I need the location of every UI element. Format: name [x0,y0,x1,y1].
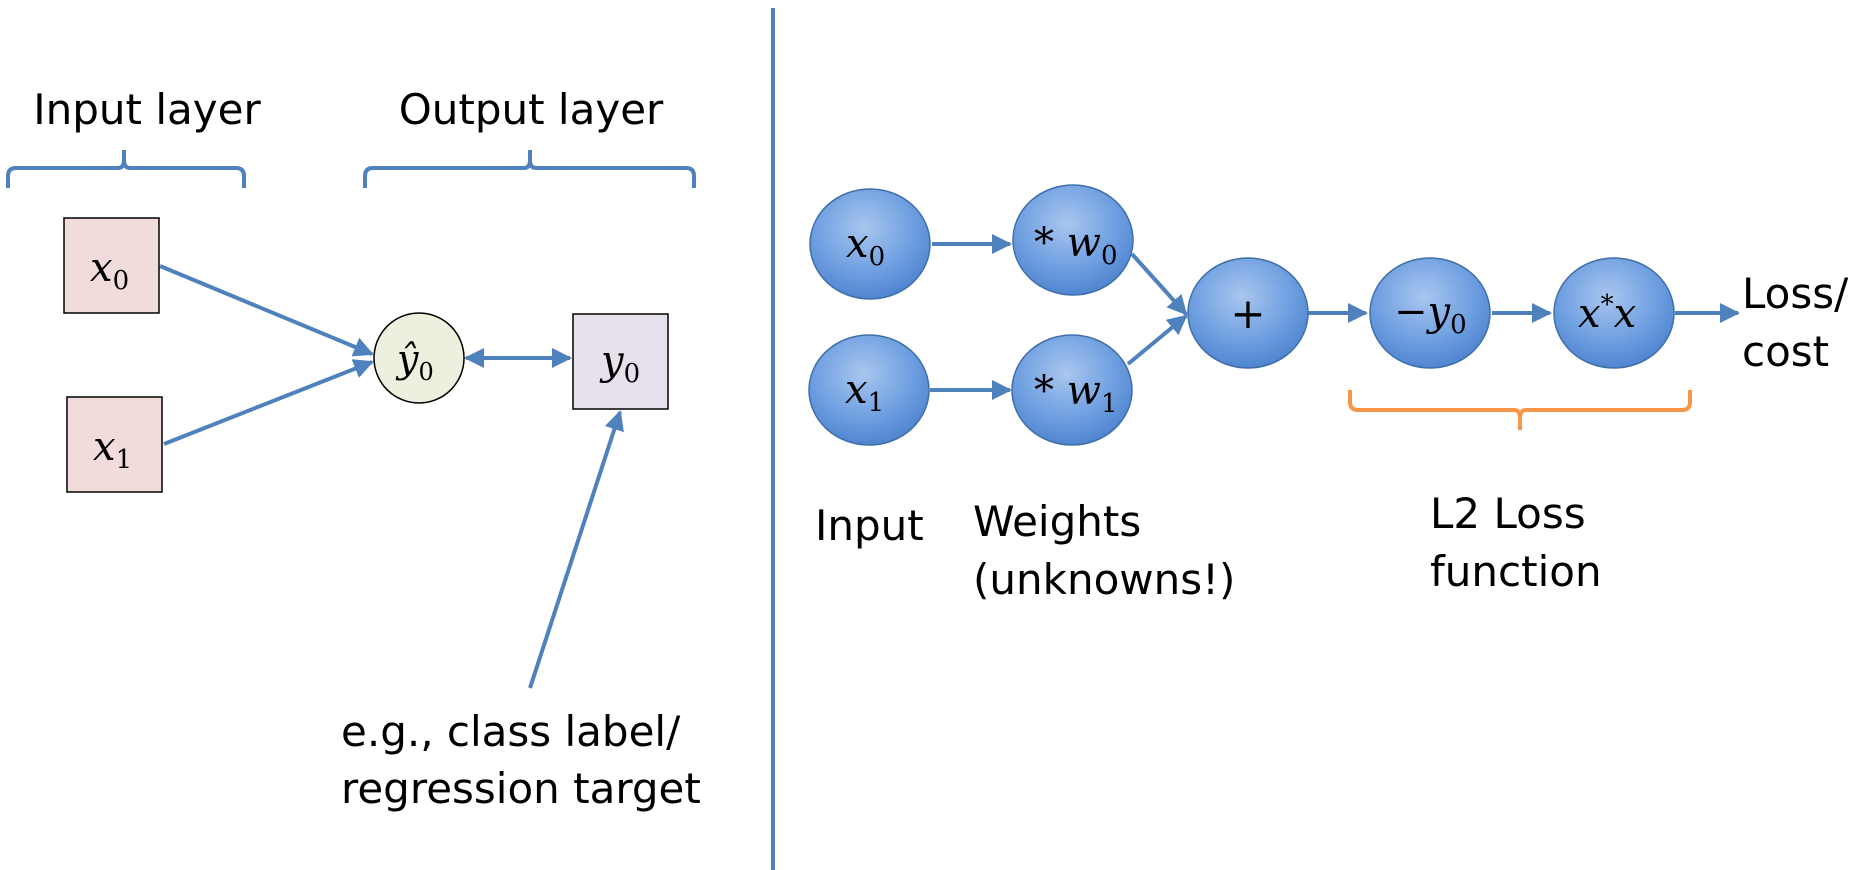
node-w1-sub: 1 [1101,389,1118,419]
graph-node-x1: x1 [808,334,930,446]
yhat0-sub: 0 [418,358,433,386]
node-x1-base: x [845,367,868,413]
graph-node-minus-y0: −y0 [1369,257,1491,369]
input-layer-brace [6,150,246,188]
svg-text:x1: x1 [845,367,884,418]
graph-node-square: x*x [1553,257,1675,369]
edge-w0-to-sum [1130,252,1188,316]
loss-cost-label-line2: cost [1742,327,1829,376]
x1-base: x [93,424,116,470]
node-x0-sub: 0 [869,242,886,272]
right-panel: x0 x1 * w0 * w1 + −y0 [808,184,1849,604]
weights-label-line1: Weights [973,497,1141,546]
svg-text:* w0: * w0 [1034,220,1118,271]
edge-x1-to-prediction [163,359,374,446]
node-square-base2: x [1614,291,1637,337]
node-sum-symbol: + [1230,289,1265,338]
node-square-base1: x [1578,291,1601,337]
node-x0-base: x [846,221,869,267]
left-panel: Input layer Output layer x0 x1 ŷ0 [6,85,701,813]
node-w0-base: w [1067,220,1101,266]
x0-sub: 0 [113,266,130,296]
weights-label-line2: (unknowns!) [973,555,1235,604]
x1-sub: 1 [116,445,133,475]
svg-text:ŷ0: ŷ0 [395,337,434,386]
loss-cost-label-line1: Loss/ [1742,269,1849,318]
node-square-sup: * [1601,290,1614,320]
node-minus-y0-sub: 0 [1450,310,1467,340]
node-minus-y0-prefix: − [1394,289,1428,335]
input-layer-label: Input layer [33,85,261,134]
graph-node-w1: * w1 [1011,334,1133,446]
node-x1-sub: 1 [868,388,885,418]
output-layer-brace [363,150,696,188]
prediction-node: ŷ0 [373,312,465,404]
output-layer-label: Output layer [399,85,664,134]
graph-node-x0: x0 [809,188,931,300]
node-w0-prefix: * [1034,220,1067,266]
edge-annotation-to-target [528,410,624,689]
svg-text:* w1: * w1 [1034,368,1118,419]
node-w0-sub: 0 [1101,241,1118,271]
svg-text:y0: y0 [599,338,640,389]
y0-base: y [599,338,625,384]
l2-loss-label-line2: function [1430,547,1602,596]
input-x1-box: x1 [66,396,163,493]
yhat0-base: ŷ [395,337,419,381]
svg-text:x0: x0 [90,245,129,296]
target-annotation-line2: regression target [341,764,701,813]
svg-text:x0: x0 [846,221,885,272]
node-w1-base: w [1067,368,1101,414]
x0-base: x [90,245,113,291]
graph-node-w0: * w0 [1012,184,1134,296]
graph-node-sum: + [1187,257,1309,369]
l2-loss-brace [1348,390,1692,430]
node-minus-y0-base: y [1426,289,1452,335]
target-annotation-line1: e.g., class label/ [341,707,681,756]
edge-x0-to-prediction [159,264,374,357]
y0-sub: 0 [624,359,641,389]
target-y0-box: y0 [572,313,669,410]
svg-text:x1: x1 [93,424,132,475]
input-x0-box: x0 [63,217,160,314]
svg-text:−y0: −y0 [1394,289,1467,340]
edge-w1-to-sum [1126,314,1188,366]
input-label: Input [815,501,924,550]
l2-loss-label-line1: L2 Loss [1430,489,1586,538]
node-w1-prefix: * [1034,368,1067,414]
svg-text:x*x: x*x [1578,290,1636,337]
